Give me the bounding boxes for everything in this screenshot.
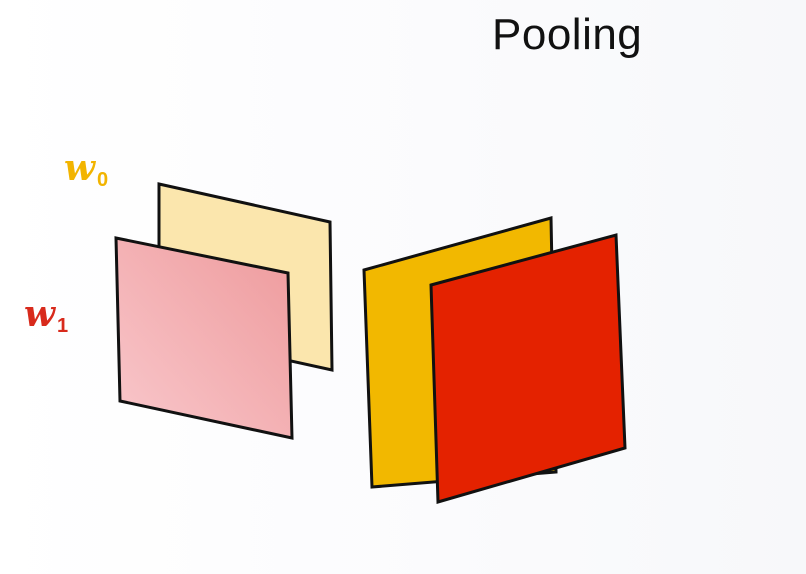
weight-label-w1-subscript: 1	[57, 315, 69, 337]
w1-weight-plane	[114, 236, 294, 440]
weight-label-w1-letter: w	[24, 293, 55, 335]
w1-output-plane	[429, 233, 627, 504]
weight-label-w0-letter: w	[64, 147, 95, 189]
weight-label-w0-subscript: 0	[97, 169, 109, 191]
slide-title: Pooling	[492, 10, 643, 59]
